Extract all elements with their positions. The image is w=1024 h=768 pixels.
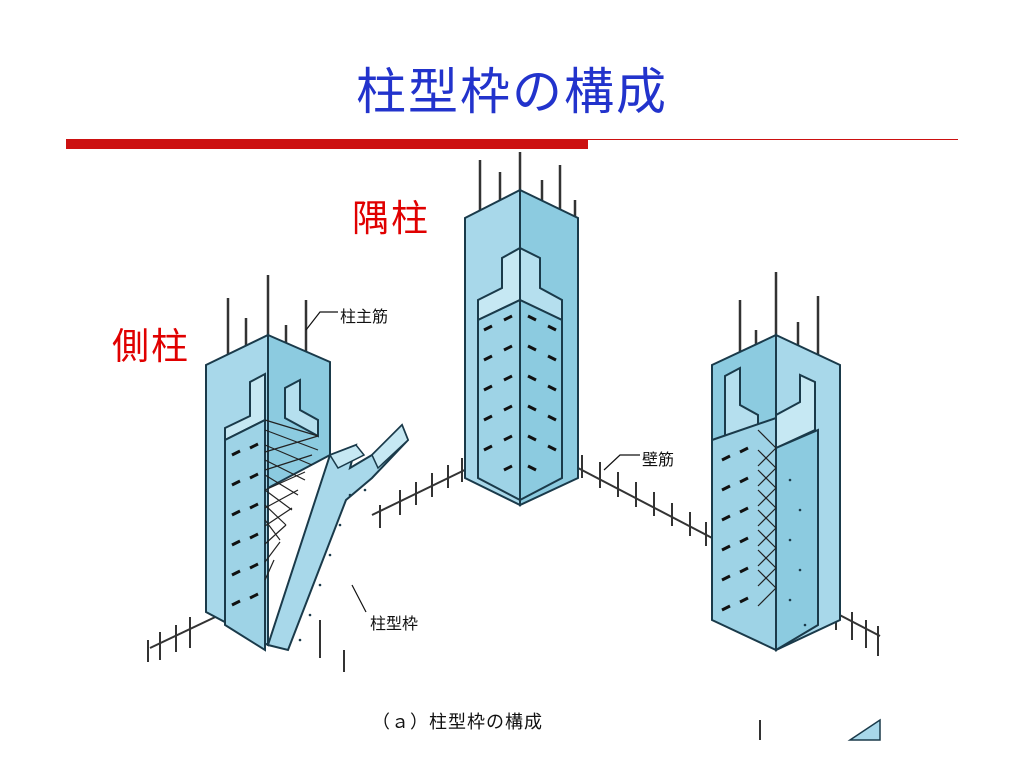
side-column-formwork — [205, 275, 410, 652]
figure-caption: （ａ）柱型枠の構成 — [372, 712, 543, 733]
right-column-formwork — [711, 272, 841, 652]
column-formwork-label: 柱型枠 — [370, 614, 419, 633]
title-underline-thick — [66, 139, 588, 149]
leader-column-formwork — [351, 584, 367, 613]
wall-rebar-right — [577, 455, 881, 656]
corner-column-label: 隅柱 — [352, 197, 430, 240]
wall-rebar-label: 壁筋 — [642, 450, 675, 469]
main-rebar-label: 柱主筋 — [340, 307, 389, 326]
corner-column-formwork — [464, 152, 579, 507]
side-column-label: 側柱 — [112, 325, 190, 368]
leader-wall-rebar — [603, 454, 640, 471]
title-underline-thin — [588, 139, 958, 140]
slide-title: 柱型枠の構成 — [356, 63, 668, 121]
leader-main-rebar — [305, 311, 338, 331]
